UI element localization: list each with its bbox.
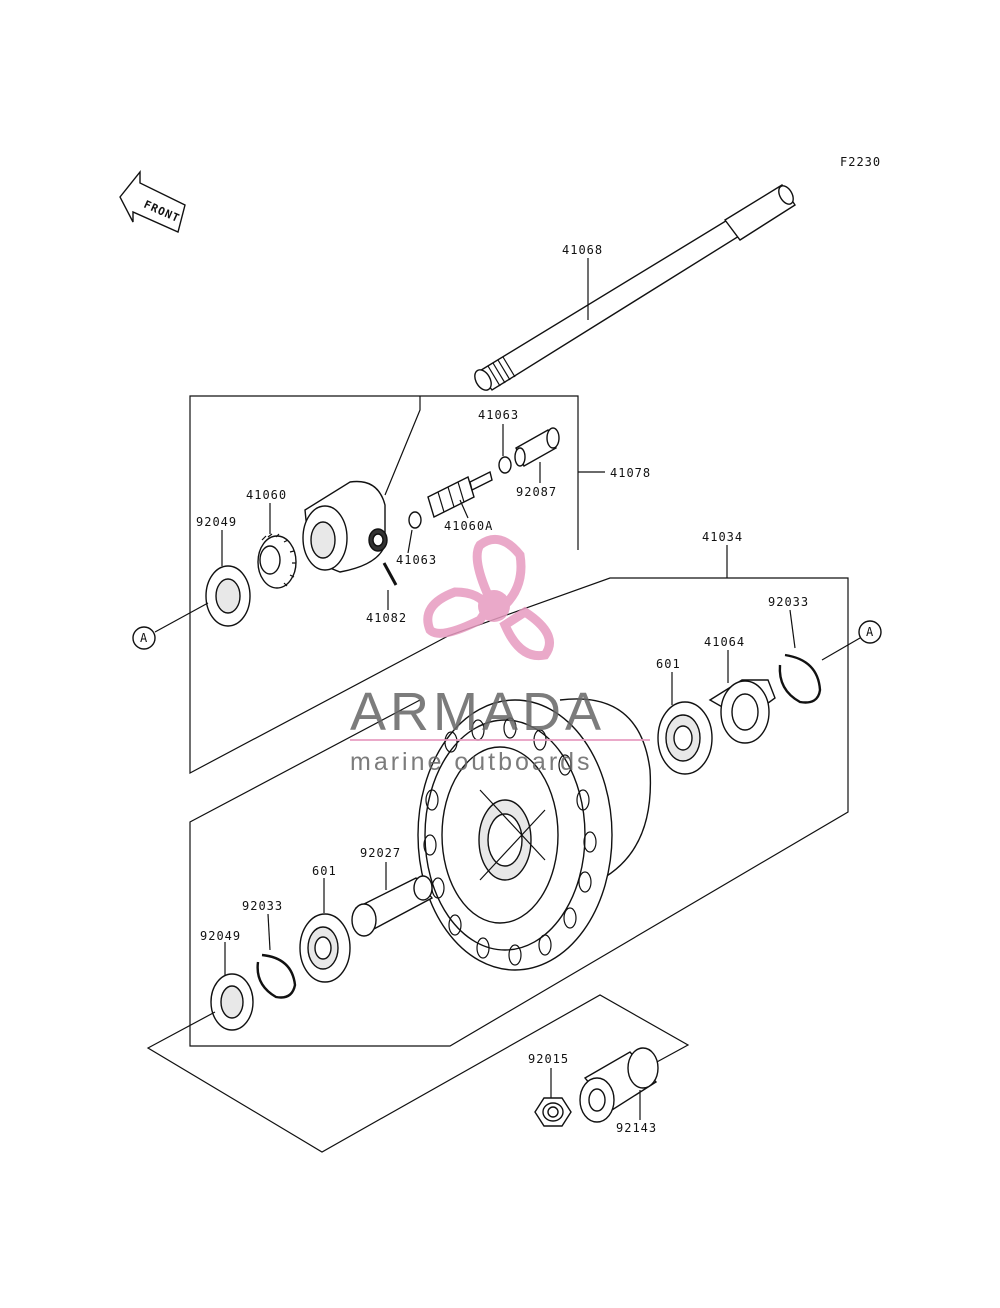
- label-oil-seal-lower: 92049: [200, 929, 241, 943]
- label-bearing-right: 601: [656, 657, 681, 671]
- label-nut: 92015: [528, 1052, 569, 1066]
- ref-marker-left-label: A: [140, 631, 148, 645]
- label-hub: 41034: [702, 530, 743, 544]
- label-collar: 92143: [616, 1121, 657, 1135]
- wheel-hub: [417, 698, 652, 971]
- gear-housing: [302, 480, 388, 573]
- bearing-left: [299, 913, 351, 983]
- watermark: ARMADA marine outboards: [350, 534, 650, 776]
- watermark-tagline: marine outboards: [350, 748, 593, 776]
- diagram-code: F2230: [840, 155, 881, 169]
- label-bushing: 92087: [516, 485, 557, 499]
- label-circlip-left: 92033: [242, 899, 283, 913]
- ref-marker-right: [858, 620, 882, 644]
- circlip-right: [778, 653, 822, 704]
- label-bearing-left: 601: [312, 864, 337, 878]
- label-axle: 41068: [562, 243, 603, 257]
- axle: [474, 184, 796, 391]
- gear-b: [427, 470, 493, 518]
- nut: [534, 1097, 572, 1127]
- bushing: [514, 427, 560, 467]
- drive-flange: [708, 679, 776, 744]
- oil-seal-lower: [210, 973, 254, 1031]
- front-arrow-icon: FRONT: [119, 170, 186, 233]
- label-circlip-right: 92033: [768, 595, 809, 609]
- gear-a: [257, 533, 297, 589]
- collar: [579, 1047, 659, 1123]
- watermark-brand: ARMADA: [350, 682, 605, 742]
- label-gear-b: 41060A: [444, 519, 493, 533]
- label-oil-seal-upper: 92049: [196, 515, 237, 529]
- label-pin: 41082: [366, 611, 407, 625]
- washer-lower: [408, 511, 422, 529]
- label-washer-upper: 41063: [478, 408, 519, 422]
- bearing-right: [657, 701, 713, 775]
- label-drive-flange: 41064: [704, 635, 745, 649]
- ref-marker-left: [132, 626, 156, 650]
- propeller-logo-icon: [423, 534, 554, 661]
- spacer: [351, 875, 434, 937]
- label-gear-a: 41060: [246, 488, 287, 502]
- label-washer-lower: 41063: [396, 553, 437, 567]
- washer-upper: [498, 456, 512, 474]
- circlip-left: [256, 953, 297, 999]
- ref-marker-right-label: A: [866, 625, 874, 639]
- oil-seal-upper: [205, 565, 251, 627]
- label-gear-assembly: 41078: [610, 466, 651, 480]
- label-spacer: 92027: [360, 846, 401, 860]
